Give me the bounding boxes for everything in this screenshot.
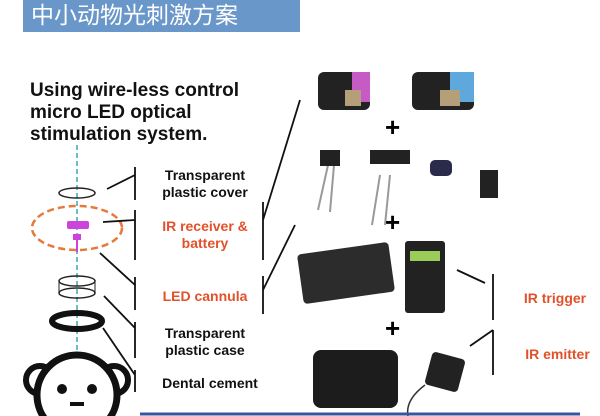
label-ir-trigger: IR trigger [523, 290, 587, 306]
receiver-icon [67, 221, 89, 229]
label-case: Transparent plastic case [164, 325, 246, 358]
headline: Using wire-less control micro LED optica… [30, 80, 240, 145]
label-ir-emitter: IR emitter [525, 346, 590, 362]
slide-title: 中小动物光刺激方案 [23, 0, 300, 32]
led-probes-icon [317, 164, 391, 226]
label-cannula: LED cannula [162, 288, 248, 304]
monkey-icon [23, 351, 131, 416]
ir-emitter-pad-icon [406, 352, 465, 416]
cement-ring-icon [49, 310, 105, 332]
plus-sign: + [385, 313, 401, 343]
label-receiver: IR receiver & battery [162, 218, 248, 251]
bracket-lines [99, 99, 494, 392]
plus-sign: + [385, 207, 401, 237]
transmitter-blue-icon [412, 72, 474, 110]
cover-icon [58, 187, 96, 199]
transmitter-pink-icon [318, 72, 370, 110]
plus-sign: + [385, 112, 401, 142]
highlight-ellipse-icon [30, 204, 124, 252]
label-cement: Dental cement [162, 375, 258, 391]
ir-remote-icon [405, 241, 445, 313]
telemetry-box-icon [297, 242, 395, 304]
ir-emitter-box-icon [313, 350, 398, 408]
label-cover: Transparent plastic cover [162, 167, 248, 200]
